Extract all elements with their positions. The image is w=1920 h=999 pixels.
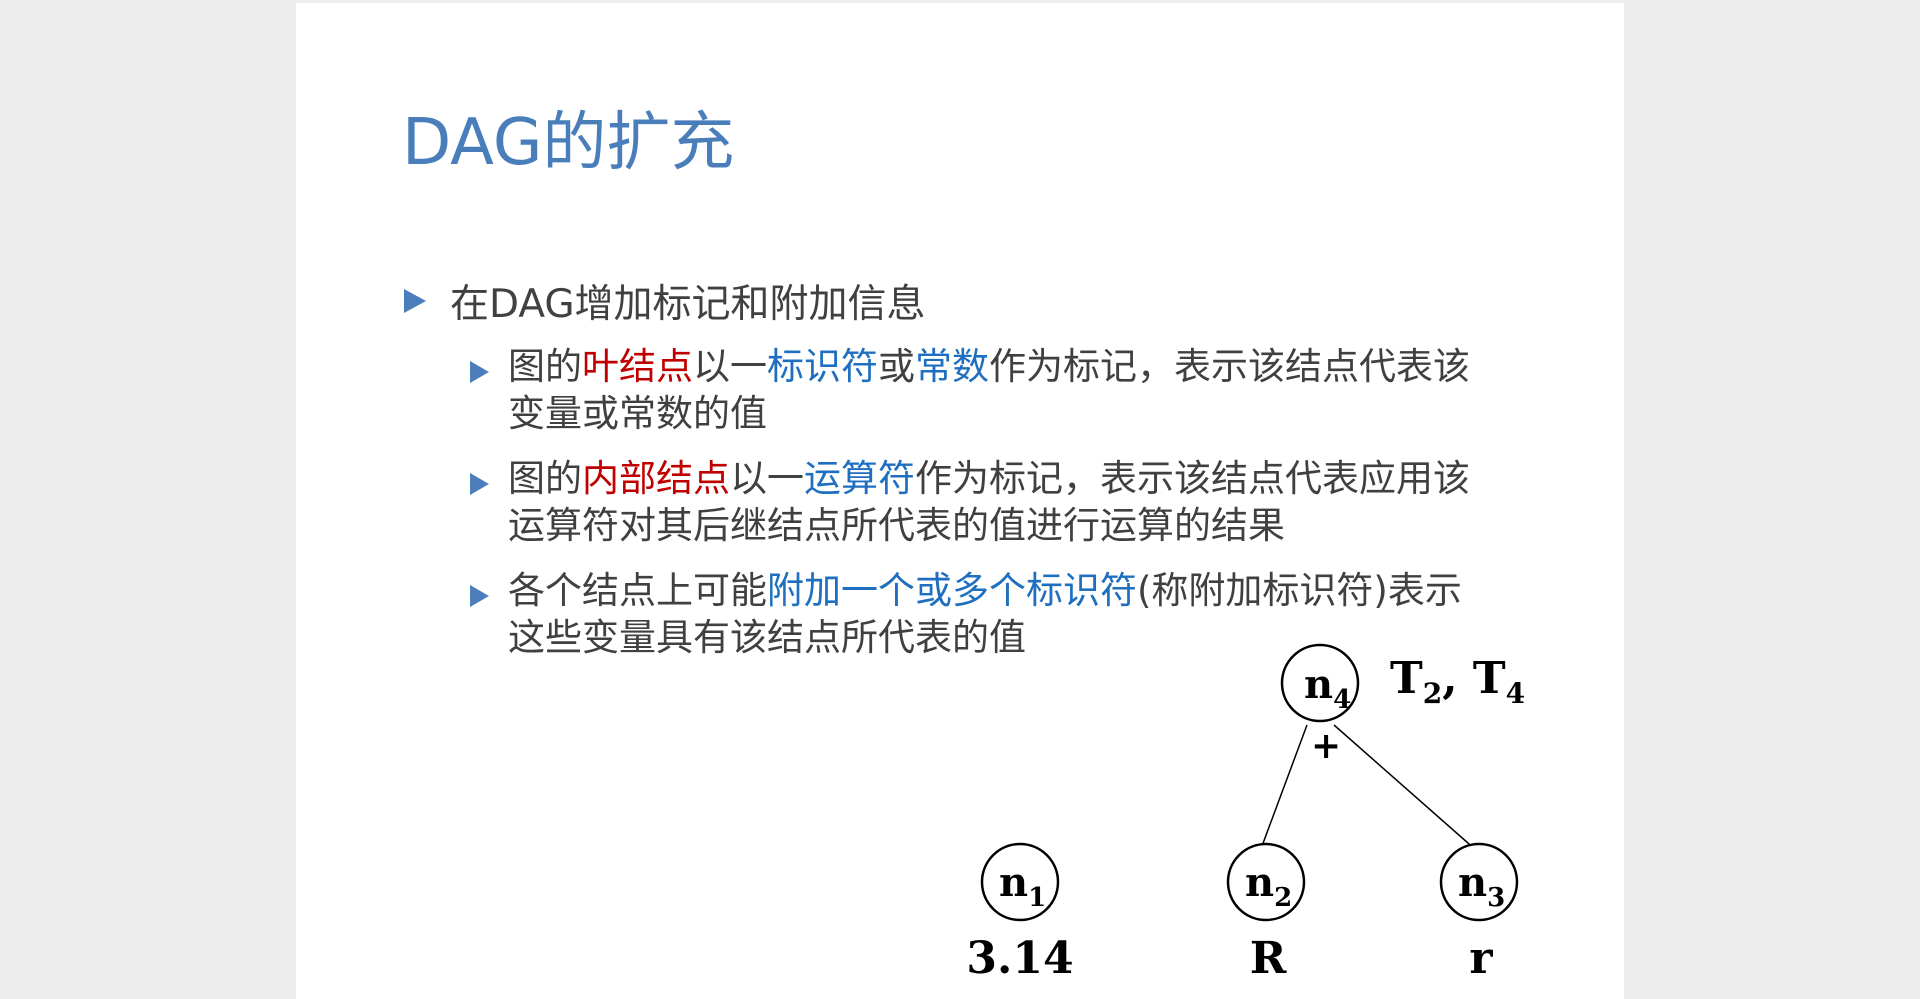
node-circle <box>980 842 1060 922</box>
node-letter: n <box>1245 859 1274 906</box>
bullet-sub-3-text: 各个结点上可能附加一个或多个标识符(称附加标识符)表示 这些变量具有该结点所代表… <box>508 567 1520 661</box>
node-value-label: 3.14 <box>966 933 1073 984</box>
node-subscript: 4 <box>1333 685 1351 715</box>
triangle-bullet-icon <box>470 585 489 607</box>
node-value-label: r <box>1469 933 1493 984</box>
text-fragment: 图的 <box>508 345 582 388</box>
node-n2: n2 R <box>1226 842 1306 984</box>
triangle-bullet-icon <box>470 361 489 383</box>
node-label: n2 <box>1245 859 1292 913</box>
node-subscript: 1 <box>1028 883 1046 913</box>
bullet-main: 在DAG增加标记和附加信息 <box>404 273 926 329</box>
node-value-label: R <box>1250 933 1287 984</box>
text-fragment: 图的 <box>508 457 582 500</box>
identifier-subscript: 2 <box>1423 677 1442 710</box>
triangle-bullet-icon <box>404 289 426 313</box>
highlight-leaf-node: 叶结点 <box>582 345 693 388</box>
triangle-bullet-icon <box>470 473 489 495</box>
identifier-separator: , <box>1442 653 1473 704</box>
highlight-internal-node: 内部结点 <box>582 457 730 500</box>
node-letter: n <box>1304 661 1333 708</box>
text-fragment: 或 <box>878 345 915 388</box>
slide: DAG的扩充 在DAG增加标记和附加信息 图的叶结点以一标识符或常数作为标记，表… <box>296 3 1624 999</box>
operator-label: + <box>1311 725 1341 767</box>
attached-identifiers: T2, T4 <box>1390 653 1525 710</box>
text-fragment: 作为标记，表示该结点代表该 <box>989 345 1470 388</box>
node-circle <box>1226 842 1306 922</box>
node-n4: n4 + T2, T4 <box>1280 643 1525 767</box>
text-fragment: (称附加标识符)表示 <box>1137 569 1462 612</box>
bullet-sub-2-text: 图的内部结点以一运算符作为标记，表示该结点代表应用该 运算符对其后继结点所代表的… <box>508 455 1520 549</box>
dag-diagram: n4 + T2, T4 n1 3.14 n2 R n3 r <box>966 643 1525 984</box>
node-n1: n1 3.14 <box>966 842 1074 984</box>
highlight-constant: 常数 <box>915 345 989 388</box>
text-fragment: 作为标记，表示该结点代表应用该 <box>915 457 1470 500</box>
bullet-sub-2: 图的内部结点以一运算符作为标记，表示该结点代表应用该 运算符对其后继结点所代表的… <box>470 455 1520 549</box>
highlight-operator: 运算符 <box>804 457 915 500</box>
text-fragment: 运算符对其后继结点所代表的值进行运算的结果 <box>508 504 1285 547</box>
highlight-identifier: 标识符 <box>767 345 878 388</box>
identifier-letter: T <box>1390 653 1423 704</box>
slide-title: DAG的扩充 <box>402 106 735 180</box>
node-label: n3 <box>1458 859 1505 913</box>
identifier-letter: T <box>1473 653 1506 704</box>
edge-n4-n3 <box>1333 724 1478 852</box>
node-label: n4 <box>1304 661 1351 715</box>
node-circle <box>1439 842 1519 922</box>
node-n3: n3 r <box>1439 842 1519 984</box>
node-circle <box>1280 643 1360 723</box>
node-subscript: 3 <box>1487 883 1505 913</box>
text-fragment: 这些变量具有该结点所代表的值 <box>508 616 1026 659</box>
highlight-attached-identifiers: 附加一个或多个标识符 <box>767 569 1137 612</box>
bullet-main-text: 在DAG增加标记和附加信息 <box>450 282 926 327</box>
edge-n4-n2 <box>1261 724 1308 847</box>
text-fragment: 以一 <box>730 457 804 500</box>
text-fragment: 变量或常数的值 <box>508 392 767 435</box>
node-letter: n <box>999 859 1028 906</box>
node-subscript: 2 <box>1274 883 1292 913</box>
node-label: n1 <box>999 859 1046 913</box>
text-fragment: 以一 <box>693 345 767 388</box>
text-fragment: 各个结点上可能 <box>508 569 767 612</box>
bullet-sub-1-text: 图的叶结点以一标识符或常数作为标记，表示该结点代表该 变量或常数的值 <box>508 343 1520 437</box>
bullet-sub-1: 图的叶结点以一标识符或常数作为标记，表示该结点代表该 变量或常数的值 <box>470 343 1520 437</box>
identifier-subscript: 4 <box>1506 677 1525 710</box>
node-letter: n <box>1458 859 1487 906</box>
bullet-sub-3: 各个结点上可能附加一个或多个标识符(称附加标识符)表示 这些变量具有该结点所代表… <box>470 567 1520 661</box>
